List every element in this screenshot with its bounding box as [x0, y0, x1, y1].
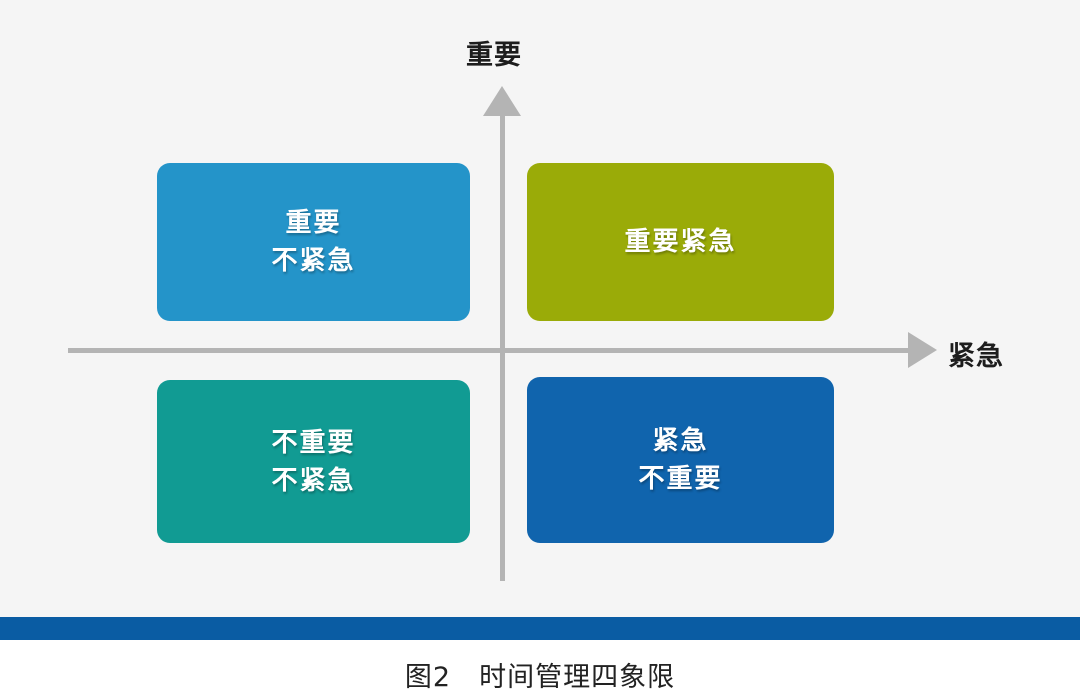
- quadrant-important-not-urgent[interactable]: 重要 不紧急: [157, 163, 479, 321]
- quadrant-side-face: [468, 168, 479, 314]
- figure-canvas: 重要 紧急 重要 不紧急 重要紧急 不重要 不紧急 紧急 不重要: [68, 40, 1004, 581]
- arrow-right-icon: [908, 332, 937, 368]
- accent-bar: [0, 617, 1080, 640]
- quadrant-urgent-not-important[interactable]: 紧急 不重要: [527, 377, 843, 543]
- figure-caption: 图2 时间管理四象限: [404, 662, 676, 693]
- quadrant-side-face: [832, 382, 843, 536]
- quadrant-label-line: 不重要: [271, 426, 356, 457]
- quadrant-not-important-not-urgent[interactable]: 不重要 不紧急: [157, 380, 479, 543]
- arrow-up-icon: [483, 86, 521, 116]
- horizontal-axis-label: 紧急: [948, 341, 1004, 371]
- quadrant-label-line: 重要紧急: [624, 226, 737, 257]
- vertical-axis-label: 重要: [466, 40, 522, 70]
- quadrant-label-line: 紧急: [652, 425, 709, 456]
- horizontal-axis-line: [68, 348, 923, 353]
- quadrant-label-line: 重要: [285, 207, 342, 238]
- quadrant-important-urgent[interactable]: 重要紧急: [527, 163, 843, 321]
- quadrant-label-line: 不紧急: [271, 245, 356, 275]
- quadrant-label-line: 不重要: [638, 463, 723, 493]
- quadrant-side-face: [468, 385, 479, 536]
- quadrant-side-face: [832, 168, 843, 314]
- quadrant-label-line: 不紧急: [271, 464, 356, 495]
- vertical-axis-line: [500, 104, 505, 581]
